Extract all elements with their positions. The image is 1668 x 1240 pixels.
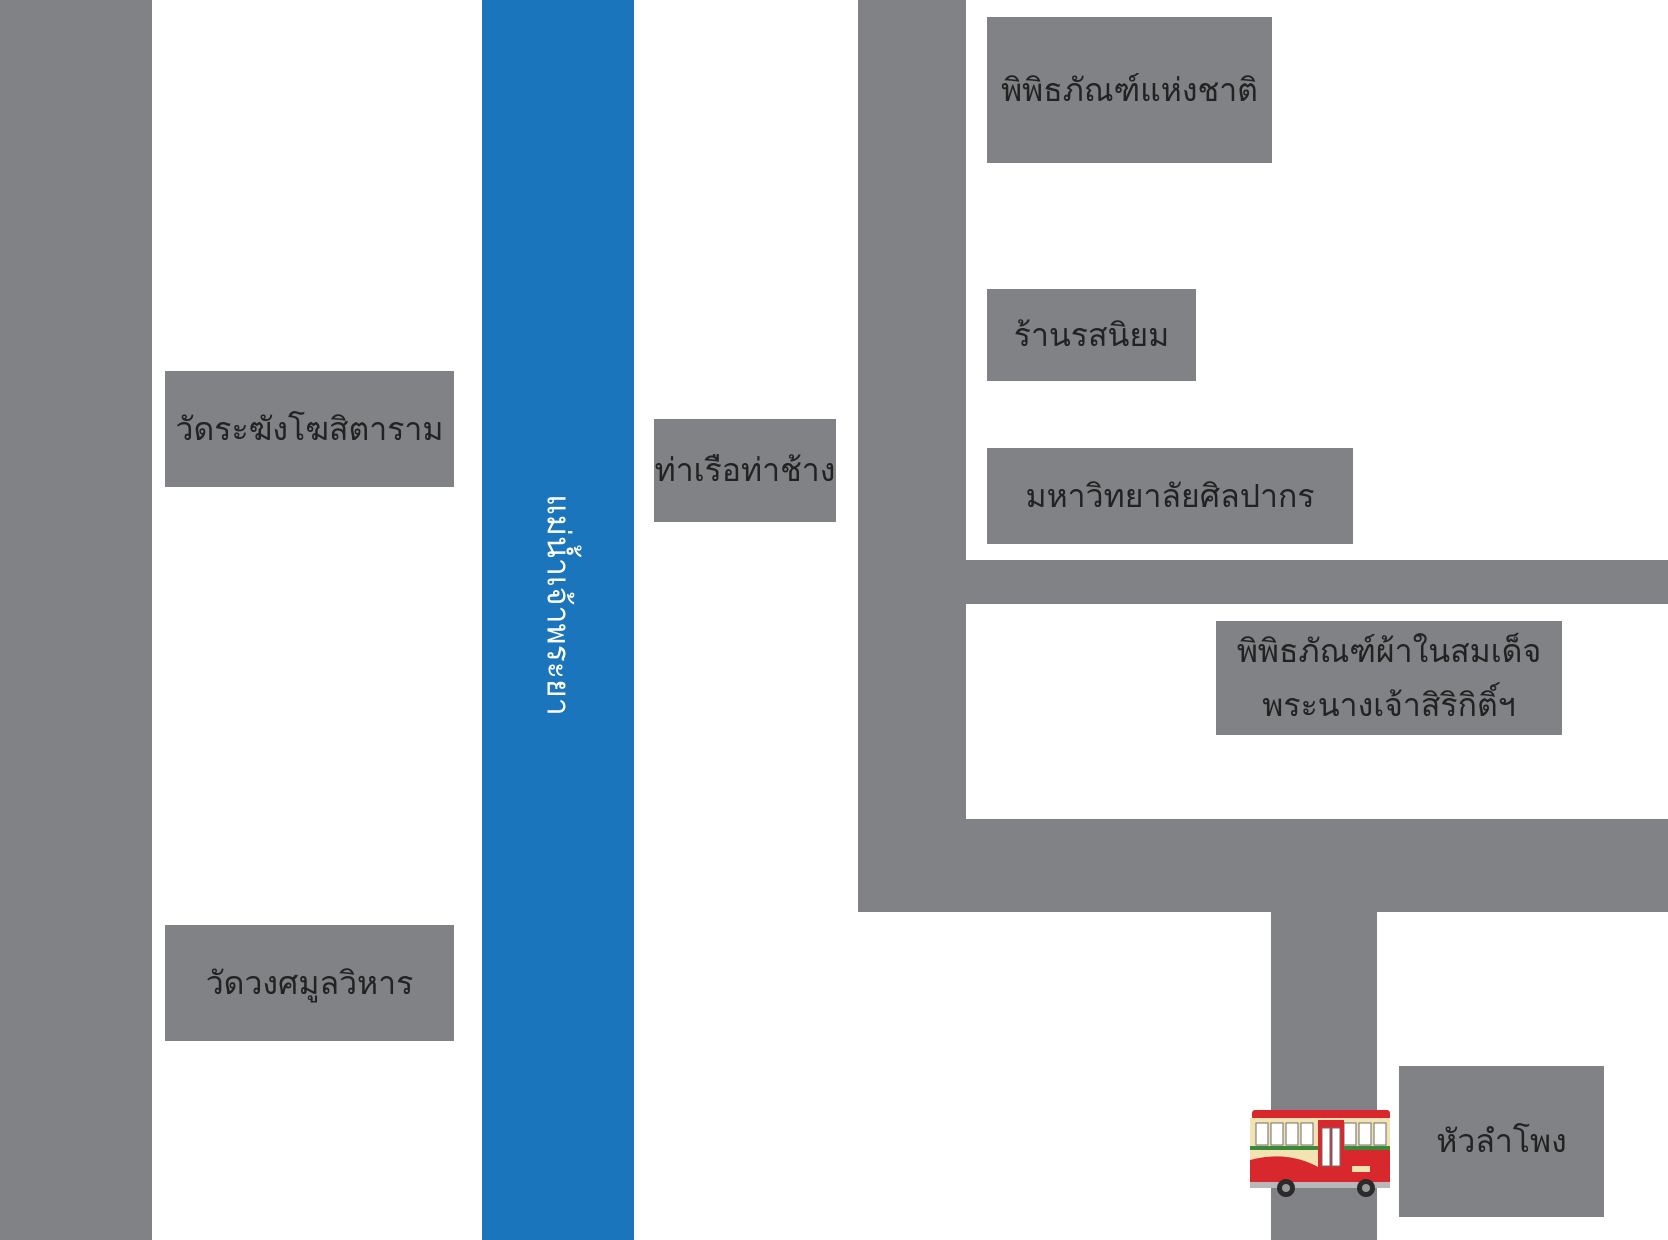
place-label: พิพิธภัณฑ์แห่งชาติ [1001,70,1258,109]
place-label: ท่าเรือท่าช้าง [654,451,836,490]
river-label: แม่น้ำเจ้าพระยา [539,494,578,716]
place-label: มหาวิทยาลัยศิลปากร [1025,476,1315,515]
place-ros-niyom-shop[interactable]: ร้านรสนิยม [987,289,1196,381]
place-wat-wongsamul[interactable]: วัดวงศมูลวิหาร [165,925,454,1041]
road-east-vertical [858,0,966,912]
place-tha-chang-pier[interactable]: ท่าเรือท่าช้าง [654,419,836,522]
place-label-line2: พระนางเจ้าสิริกิติ์ฯ [1262,686,1516,724]
place-silpakorn-university[interactable]: มหาวิทยาลัยศิลปากร [987,448,1353,544]
place-hua-lamphong[interactable]: หัวลำโพง [1399,1066,1604,1217]
place-label: ร้านรสนิยม [1013,315,1170,354]
chao-phraya-river [482,0,634,1240]
place-label-line1: พิพิธภัณฑ์ผ้าในสมเด็จ [1236,631,1542,670]
bus-icon [1250,1110,1390,1197]
road-west-vertical [0,0,152,1240]
road-lower-horizontal [858,819,1668,912]
place-label: วัดวงศมูลวิหาร [205,963,414,1002]
place-wat-rakhang[interactable]: วัดระฆังโฆสิตาราม [165,371,454,487]
place-label: วัดระฆังโฆสิตาราม [175,409,444,448]
place-queen-sirikit-textile-museum[interactable]: พิพิธภัณฑ์ผ้าในสมเด็จ พระนางเจ้าสิริกิติ… [1216,621,1562,735]
place-national-museum[interactable]: พิพิธภัณฑ์แห่งชาติ [987,17,1272,163]
place-label: หัวลำโพง [1436,1122,1567,1161]
road-upper-horizontal [966,560,1668,604]
